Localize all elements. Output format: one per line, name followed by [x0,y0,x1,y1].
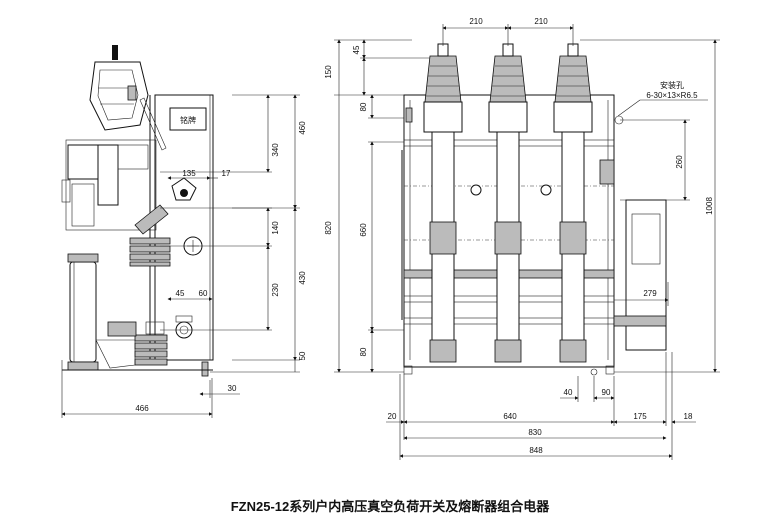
nameplate-label: 铭牌 [180,115,196,125]
dim-front-820: 820 [324,221,333,235]
phase-c [553,43,593,363]
dim-front-1008: 1008 [705,197,714,215]
dim-side-140: 140 [271,221,280,235]
dim-side-50: 50 [298,351,307,360]
dim-front-175: 175 [633,412,647,421]
dim-top-210-left: 210 [469,17,483,26]
dim-side-30: 30 [228,384,237,393]
dim-front-260: 260 [675,155,684,169]
dim-front-18: 18 [684,412,693,421]
dim-front-150: 150 [324,65,333,79]
dim-side-466: 466 [135,404,149,413]
link-arm [139,97,167,151]
side-frame-panel [154,94,214,361]
ribbed-insulator-mid [129,204,171,267]
dim-top-210-right: 210 [534,17,548,26]
phase-c-insulator [554,55,592,103]
front-view: 210 210 45 150 80 820 660 80 260 1008 [324,17,720,460]
side-view: 铭牌 [61,45,307,418]
dim-front-20: 20 [388,412,397,421]
dim-side-340: 340 [271,143,280,157]
phase-b-insulator [489,55,527,103]
upper-insulator [89,61,149,131]
nameplate-box [169,107,207,131]
dim-side-230: 230 [271,283,280,297]
dim-front-660: 660 [359,223,368,237]
dim-front-640: 640 [503,412,517,421]
auxiliary-switch [599,159,615,185]
dim-front-45: 45 [352,45,361,54]
dim-side-45: 45 [176,289,185,298]
top-terminal [112,45,118,60]
dim-side-60: 60 [199,289,208,298]
dim-side-460: 460 [298,121,307,135]
dim-side-17: 17 [222,169,231,178]
phase-a-insulator [424,55,462,103]
dim-front-90: 90 [602,388,611,397]
phase-a [423,43,463,363]
dim-side-135: 135 [182,169,196,178]
dim-front-80-bottom: 80 [359,347,368,356]
dim-side-430: 430 [298,271,307,285]
dim-front-279: 279 [643,289,657,298]
dim-front-40: 40 [564,388,573,397]
phase-b [488,43,528,363]
ribbed-insulator-low [134,334,168,366]
interrupter-housing [65,139,157,231]
mounting-hole-spec: 6-30×13×R6.5 [646,91,698,100]
dim-front-830: 830 [528,428,542,437]
dim-front-80-top: 80 [359,102,368,111]
drawing-caption: FZN25-12系列户内高压真空负荷开关及熔断器组合电器 [230,499,550,514]
mounting-hole-title: 安装孔 [660,80,684,90]
dim-front-848: 848 [529,446,543,455]
